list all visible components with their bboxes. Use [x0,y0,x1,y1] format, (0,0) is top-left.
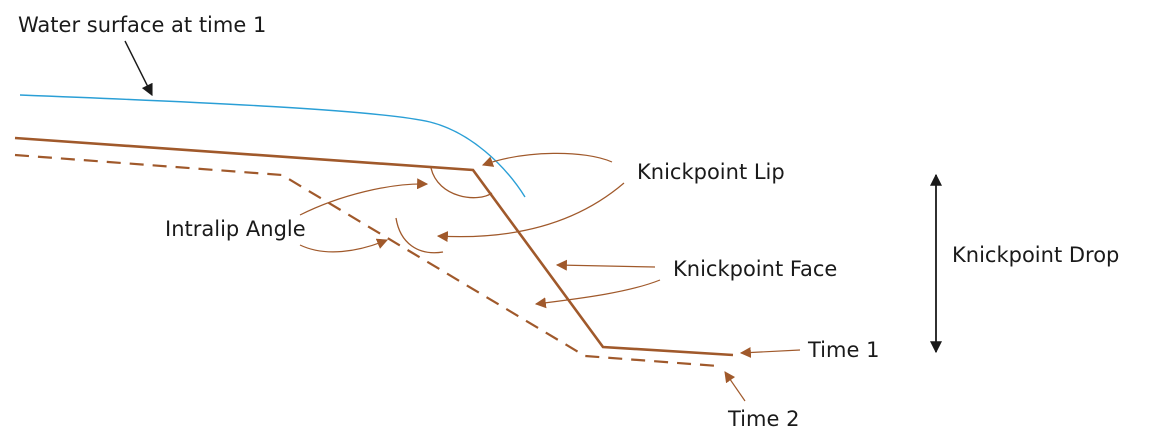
knickpoint-face-pointer-lower [534,279,661,309]
intralip-angle-arc-time2 [395,217,444,254]
intralip-angle-pointer-upper [299,178,429,216]
knickpoint-drop-label: Knickpoint Drop [952,243,1119,267]
water-surface-label: Water surface at time 1 [18,13,266,37]
knickpoint-lip-pointer-lower [436,182,625,243]
intralip-angle-label: Intralip Angle [165,217,306,241]
water-surface-line [19,94,526,198]
time2-profile-line [14,153,719,368]
knickpoint-face-label: Knickpoint Face [673,257,837,281]
knickpoint-face-pointer-upper [555,259,656,271]
knickpoint-lip-label: Knickpoint Lip [637,160,785,184]
time2-label: Time 2 [727,407,799,431]
time2-pointer [724,371,746,402]
water-surface-pointer [124,40,153,97]
time1-profile-line [14,136,734,357]
time1-label: Time 1 [807,338,879,362]
knickpoint-lip-pointer-upper [481,152,613,167]
intralip-angle-arc-time1 [430,167,493,199]
intralip-angle-pointer-lower [299,238,389,253]
time1-pointer [739,347,801,358]
